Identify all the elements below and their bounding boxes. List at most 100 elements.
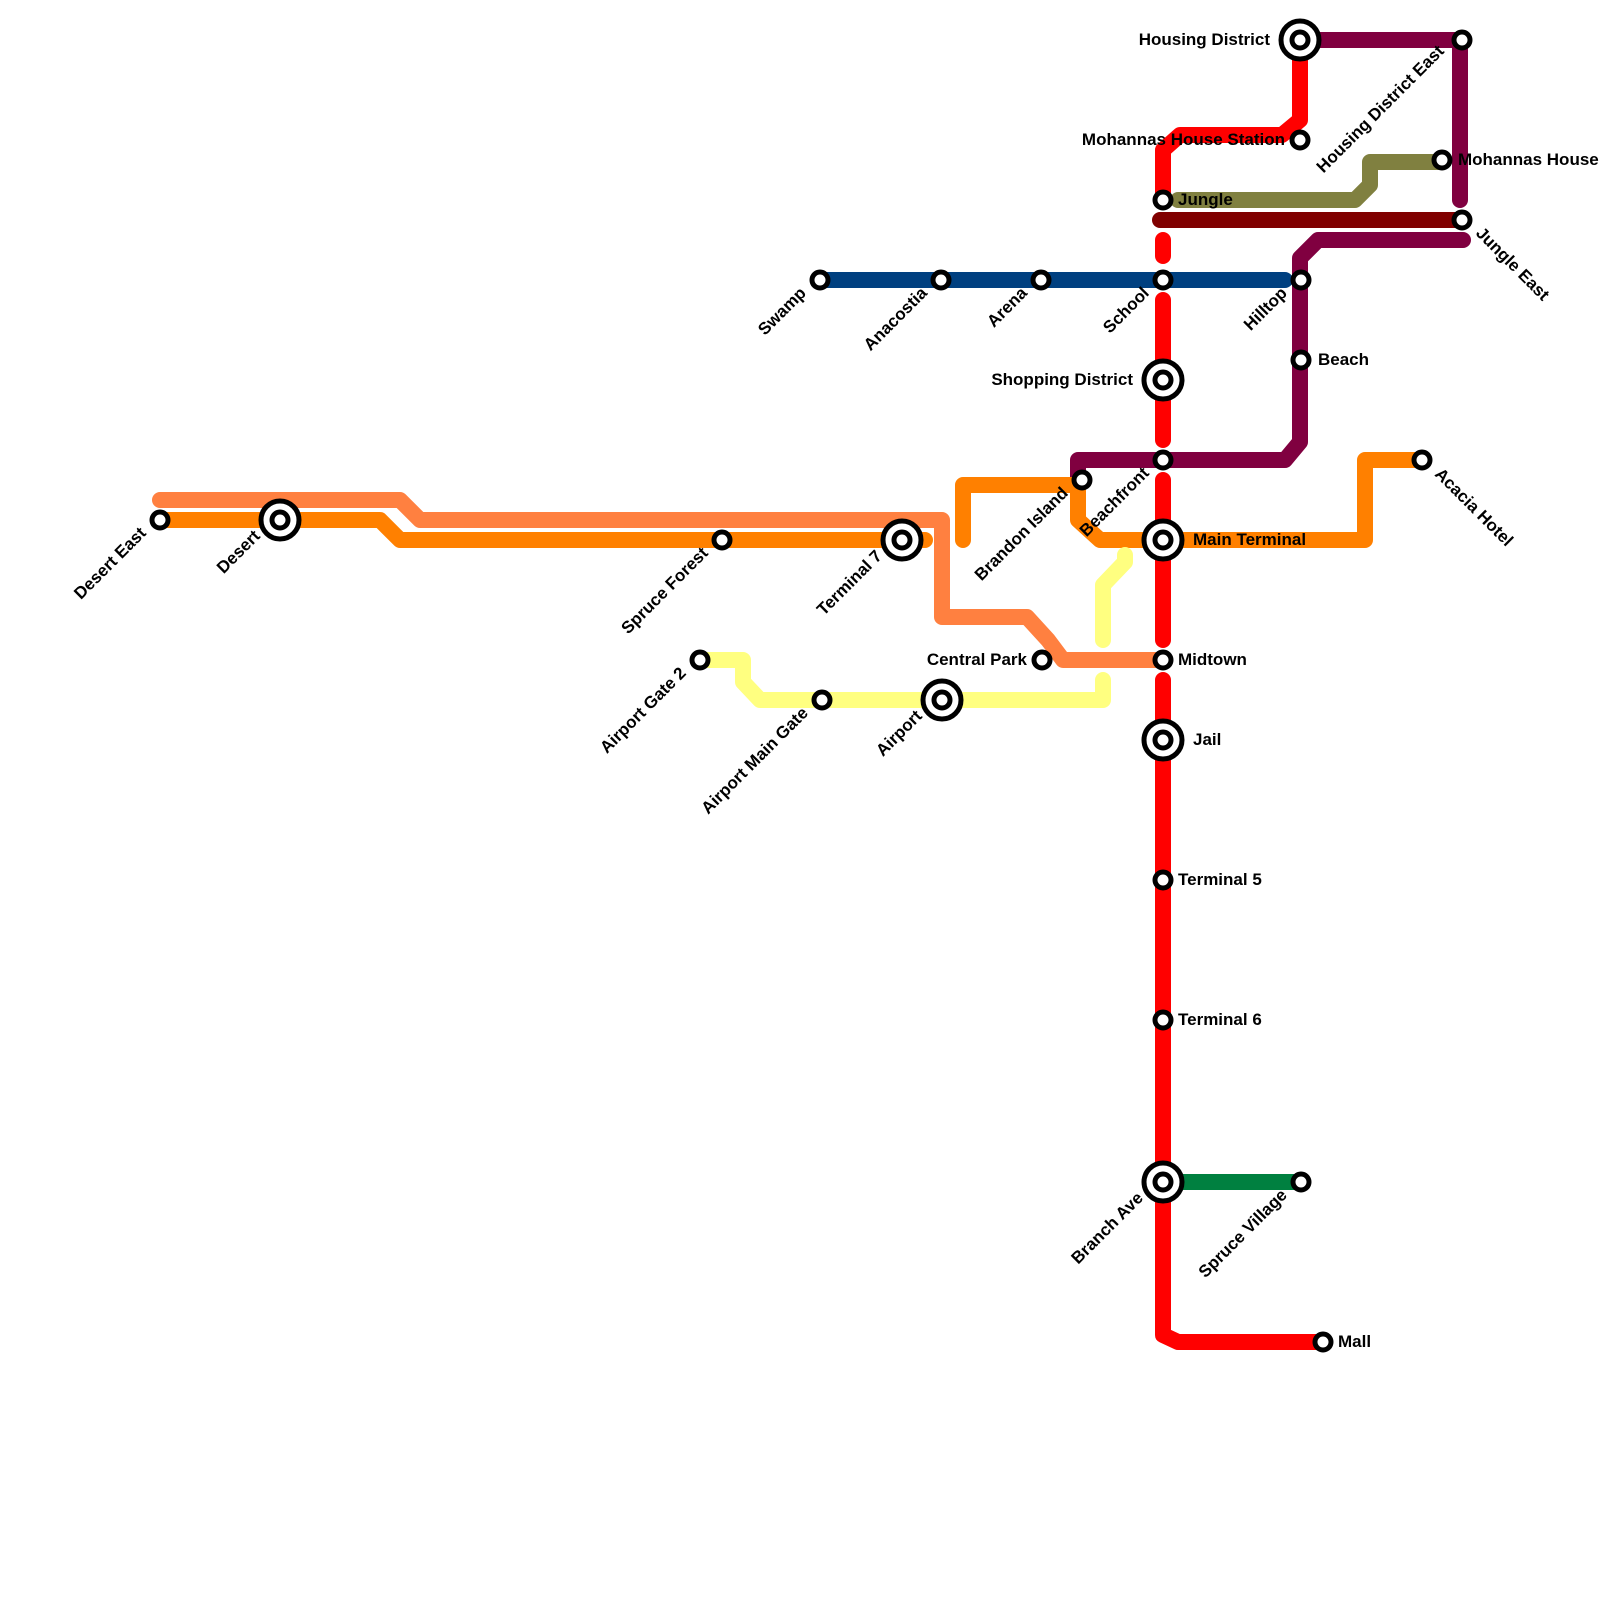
station-label-terminal-5: Terminal 5 xyxy=(1178,870,1262,889)
station-label-hilltop: Hilltop xyxy=(1240,283,1291,334)
station-label-branch-ave: Branch Ave xyxy=(1067,1188,1146,1267)
station-marker xyxy=(930,269,952,291)
route-lines xyxy=(152,32,1471,1350)
station-label-housing-district: Housing District xyxy=(1139,30,1271,49)
interchange-inner-ring xyxy=(1152,1171,1174,1193)
station-marker xyxy=(1152,269,1174,291)
station-jungle[interactable] xyxy=(1152,189,1174,211)
station-marker xyxy=(1152,649,1174,671)
station-label-shopping-district: Shopping District xyxy=(991,370,1133,389)
station-marker xyxy=(1290,1171,1312,1193)
station-main-terminal[interactable] xyxy=(1141,518,1185,562)
station-marker xyxy=(811,689,833,711)
station-housing-district[interactable] xyxy=(1278,18,1322,62)
station-marker xyxy=(1152,1009,1174,1031)
station-label-spruce-village: Spruce Village xyxy=(1195,1185,1291,1281)
station-hilltop[interactable] xyxy=(1290,269,1312,291)
interchange-inner-ring xyxy=(1152,529,1174,551)
station-terminal-7[interactable] xyxy=(880,518,924,562)
station-beach[interactable] xyxy=(1290,349,1312,371)
station-marker xyxy=(1290,349,1312,371)
station-label-mohannas-house: Mohannas House xyxy=(1458,150,1599,169)
station-terminal-5[interactable] xyxy=(1152,869,1174,891)
station-label-desert: Desert xyxy=(213,526,264,577)
olive-line-segment xyxy=(1170,154,1448,208)
station-marker xyxy=(1152,869,1174,891)
station-label-swamp: Swamp xyxy=(754,283,810,339)
station-label-mall: Mall xyxy=(1338,1332,1371,1351)
station-mohannas-house[interactable] xyxy=(1431,149,1453,171)
station-marker xyxy=(1431,149,1453,171)
station-mall[interactable] xyxy=(1312,1331,1334,1353)
station-airport[interactable] xyxy=(920,678,964,722)
red-line-segment xyxy=(1155,672,1331,1350)
station-label-arena: Arena xyxy=(983,283,1031,331)
yellow-line-segment xyxy=(1095,547,1133,648)
station-spruce-forest[interactable] xyxy=(711,529,733,551)
station-desert-east[interactable] xyxy=(149,509,171,531)
station-acacia-hotel[interactable] xyxy=(1411,449,1433,471)
station-beachfront[interactable] xyxy=(1152,449,1174,471)
station-housing-district-east[interactable] xyxy=(1451,29,1473,51)
interchange-inner-ring xyxy=(891,529,913,551)
station-mohannas-house-station[interactable] xyxy=(1289,129,1311,151)
interchange-inner-ring xyxy=(931,689,953,711)
station-marker xyxy=(1451,29,1473,51)
station-label-jail: Jail xyxy=(1193,730,1221,749)
station-arena[interactable] xyxy=(1030,269,1052,291)
red-line-segment xyxy=(1155,32,1308,208)
station-marker xyxy=(1289,129,1311,151)
interchange-inner-ring xyxy=(269,509,291,531)
station-desert[interactable] xyxy=(258,498,302,542)
station-swamp[interactable] xyxy=(809,269,831,291)
station-label-airport-main-gate: Airport Main Gate xyxy=(698,703,812,817)
orange-line-segment xyxy=(955,452,1428,548)
station-label-midtown: Midtown xyxy=(1178,650,1247,669)
station-marker xyxy=(1152,189,1174,211)
station-marker xyxy=(809,269,831,291)
station-anacostia[interactable] xyxy=(930,269,952,291)
station-brandon-island[interactable] xyxy=(1071,469,1093,491)
station-label-acacia-hotel: Acacia Hotel xyxy=(1431,464,1517,550)
interchange-inner-ring xyxy=(1152,729,1174,751)
station-label-desert-east: Desert East xyxy=(70,523,150,603)
station-terminal-6[interactable] xyxy=(1152,1009,1174,1031)
station-label-jungle: Jungle xyxy=(1178,190,1233,209)
station-label-mohannas-house-station: Mohannas House Station xyxy=(1082,130,1285,149)
interchange-inner-ring xyxy=(1152,369,1174,391)
station-label-terminal-7: Terminal 7 xyxy=(813,546,886,619)
interchange-inner-ring xyxy=(1289,29,1311,51)
station-shopping-district[interactable] xyxy=(1141,358,1185,402)
station-branch-ave[interactable] xyxy=(1141,1160,1185,1204)
purple-line-segment xyxy=(1292,232,1471,288)
station-label-airport-gate-2: Airport Gate 2 xyxy=(596,663,690,757)
station-label-central-park: Central Park xyxy=(927,650,1028,669)
station-midtown[interactable] xyxy=(1152,649,1174,671)
station-label-jungle-east: Jungle East xyxy=(1472,223,1553,304)
yellow-line-segment xyxy=(692,652,1111,708)
station-central-park[interactable] xyxy=(1031,649,1053,671)
station-marker xyxy=(1290,269,1312,291)
station-spruce-village[interactable] xyxy=(1290,1171,1312,1193)
station-marker xyxy=(1152,449,1174,471)
station-label-beach: Beach xyxy=(1318,350,1369,369)
station-label-spruce-forest: Spruce Forest xyxy=(618,543,713,638)
station-label-terminal-6: Terminal 6 xyxy=(1178,1010,1262,1029)
purple-line-segment xyxy=(1070,272,1308,486)
station-airport-main-gate[interactable] xyxy=(811,689,833,711)
station-label-main-terminal: Main Terminal xyxy=(1193,530,1306,549)
station-school[interactable] xyxy=(1152,269,1174,291)
station-label-airport: Airport xyxy=(872,706,926,760)
station-jail[interactable] xyxy=(1141,718,1185,762)
station-marker xyxy=(1031,649,1053,671)
station-label-school: School xyxy=(1099,283,1153,337)
coral-line-segment xyxy=(152,492,1171,668)
station-jungle-east[interactable] xyxy=(1451,209,1473,231)
station-airport-gate-2[interactable] xyxy=(689,649,711,671)
station-marker xyxy=(689,649,711,671)
station-label-brandon-island: Brandon Island xyxy=(971,483,1072,584)
station-label-anacostia: Anacostia xyxy=(860,283,931,354)
station-marker xyxy=(1312,1331,1334,1353)
